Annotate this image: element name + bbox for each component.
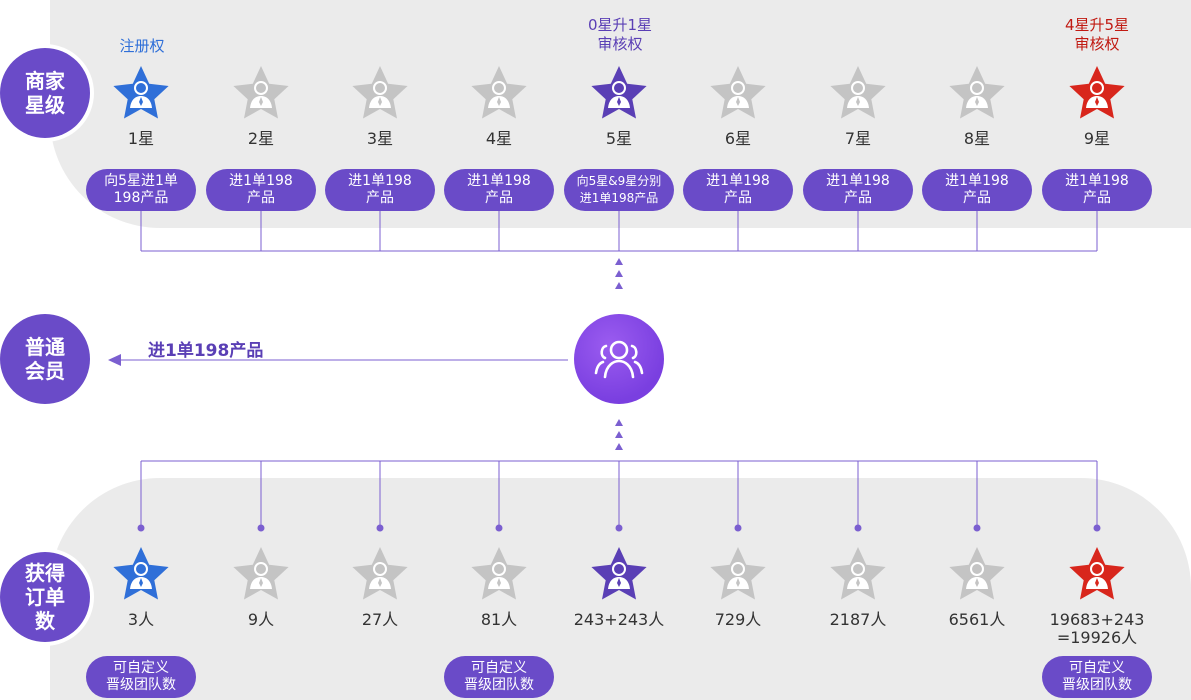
orders-star-icon-3 [350,545,410,605]
bottom-connector-dot-2 [257,524,265,532]
star-requirement-pill-2: 进1单198 产品 [206,169,316,211]
star-level-label-4: 4星 [485,129,513,148]
up-arrow-top-2 [615,270,623,277]
star-level-label-8: 8星 [963,129,991,148]
up-arrow-top-3 [615,282,623,289]
orders-star-icon-5 [589,545,649,605]
level-star-icon-3 [350,64,410,124]
order-count-label-7: 2187人 [829,610,887,629]
order-count-label-2: 9人 [247,610,275,629]
bottom-connector-dot-4 [495,524,503,532]
member-label: 普通 会员 [0,314,90,404]
up-arrow-bottom-2 [615,431,623,438]
bottom-connector-dot-3 [376,524,384,532]
level-star-icon-7 [828,64,888,124]
bottom-connector-dot-7 [854,524,862,532]
level-star-icon-8 [947,64,1007,124]
star-requirement-pill-9: 进1单198 产品 [1042,169,1152,211]
orders-star-icon-1 [111,545,171,605]
orders-star-icon-7 [828,545,888,605]
orders-star-icon-9 [1067,545,1127,605]
orders-label: 获得 订单数 [0,552,90,642]
bottom-connector-dot-1 [137,524,145,532]
custom-team-pill-2: 可自定义 晋级团队数 [444,656,554,698]
star-requirement-pill-4: 进1单198 产品 [444,169,554,211]
bottom-connector-dot-9 [1093,524,1101,532]
custom-team-pill-3: 可自定义 晋级团队数 [1042,656,1152,698]
bottom-connector-dot-8 [973,524,981,532]
level-star-icon-6 [708,64,768,124]
merchant-level-label: 商家 星级 [0,48,90,138]
star-requirement-pill-8: 进1单198 产品 [922,169,1032,211]
order-count-label-8: 6561人 [948,610,1006,629]
star-level-label-3: 3星 [366,129,394,148]
star-level-label-2: 2星 [247,129,275,148]
star-requirement-pill-5: 向5星&9星分别 进1单198产品 [564,169,674,211]
star-requirement-pill-7: 进1单198 产品 [803,169,913,211]
star-level-label-6: 6星 [724,129,752,148]
order-count-label-3: 27人 [361,610,399,629]
up-arrow-bottom-1 [615,419,623,426]
orders-star-icon-4 [469,545,529,605]
star-level-label-1: 1星 [127,129,155,148]
bottom-connector-dot-5 [615,524,623,532]
order-count-label-6: 729人 [714,610,762,629]
order-count-label-4: 81人 [480,610,518,629]
order-count-label-9: 19683+243 =19926人 [1049,610,1145,647]
star-requirement-pill-1: 向5星进1单 198产品 [86,169,196,211]
order-count-label-5: 243+243人 [573,610,665,629]
orders-star-icon-8 [947,545,1007,605]
star-requirement-pill-3: 进1单198 产品 [325,169,435,211]
star-level-label-7: 7星 [844,129,872,148]
level-star-icon-1 [111,64,171,124]
five-star-review-label: 0星升1星 审核权 [587,16,653,53]
member-arrow-head [108,354,121,366]
custom-team-pill-1: 可自定义 晋级团队数 [86,656,196,698]
bottom-connector-dot-6 [734,524,742,532]
level-star-icon-5 [589,64,649,124]
nine-star-review-label: 4星升5星 审核权 [1064,16,1130,53]
orders-star-icon-2 [231,545,291,605]
level-star-icon-2 [231,64,291,124]
orders-star-icon-6 [708,545,768,605]
star-level-label-9: 9星 [1083,129,1111,148]
member-action-label: 进1单198产品 [148,341,264,361]
star-requirement-pill-6: 进1单198 产品 [683,169,793,211]
up-arrow-bottom-3 [615,443,623,450]
level-star-icon-4 [469,64,529,124]
register-right-label: 注册权 [119,37,165,55]
member-group-icon [574,314,664,404]
level-star-icon-9 [1067,64,1127,124]
up-arrow-top-1 [615,258,623,265]
star-level-label-5: 5星 [605,129,633,148]
order-count-label-1: 3人 [127,610,155,629]
